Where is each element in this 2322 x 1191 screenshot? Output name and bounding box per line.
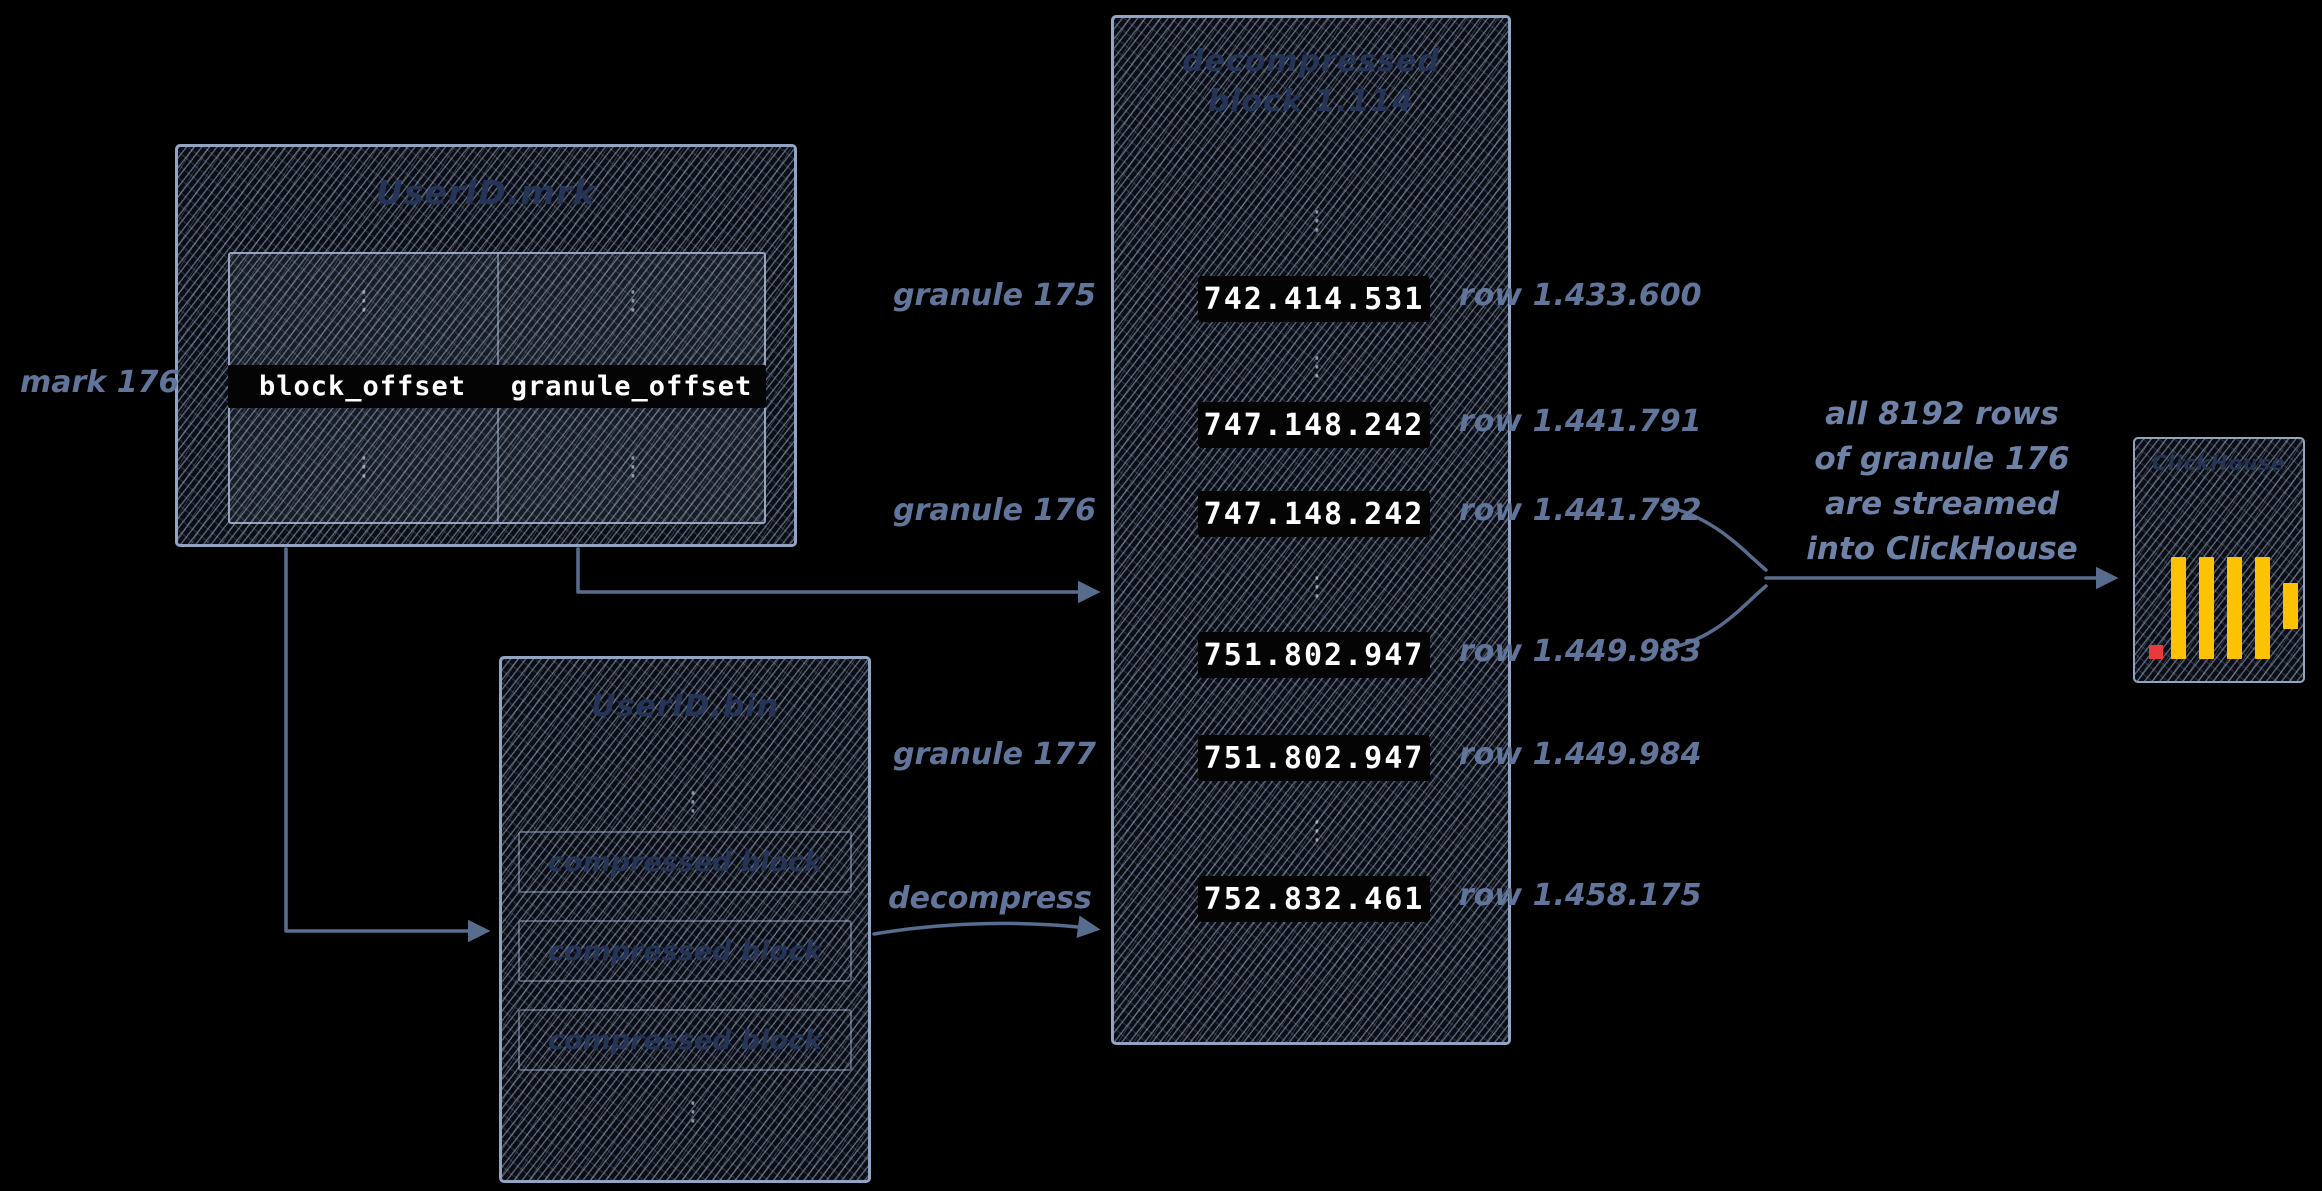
decompressed-block-title-line2: block 1.114 (1207, 84, 1415, 119)
decompress-label: decompress (888, 881, 1092, 916)
granule-offset-cell: granule_offset (510, 371, 753, 402)
compressed-block-row: compressed block (518, 831, 852, 893)
row-number-label: row 1.449.984 (1459, 737, 1702, 772)
ellipsis-dots: ⋮ (1304, 572, 1330, 602)
clickhouse-logo (2149, 549, 2299, 659)
stream-note-line: all 8192 rows (1825, 396, 2059, 432)
clickhouse-logo-bar (2199, 557, 2214, 659)
granule-175-label: granule 175 (893, 278, 1096, 313)
ellipsis-dots: ⋮ (1304, 206, 1330, 236)
row-number-label: row 1.449.983 (1459, 634, 1702, 669)
row-number-label: row 1.441.791 (1459, 404, 1702, 439)
row-number-label: row 1.433.600 (1459, 278, 1702, 313)
ellipsis-dots: ⋮ (680, 1097, 706, 1127)
ellipsis-dots: ⋮ (1304, 816, 1330, 846)
ellipsis-dots: ⋮ (680, 787, 706, 817)
bin-file-box: UserID.bin ⋮ compressed block compressed… (499, 656, 871, 1183)
clickhouse-logo-bar (2255, 557, 2270, 659)
compressed-block-row: compressed block (518, 1009, 852, 1071)
userid-value-pill: 742.414.531 (1198, 276, 1430, 322)
clickhouse-box: ClickHouse (2133, 437, 2305, 683)
decompressed-block-title-line1: decompressed (1182, 44, 1440, 79)
clickhouse-logo-bar (2171, 557, 2186, 659)
arrow-block-offset-to-bin (284, 547, 491, 943)
ellipsis-dots: ⋮ (1304, 352, 1330, 382)
stream-note-line: are streamed (1824, 486, 2060, 522)
clickhouse-title: ClickHouse (2152, 451, 2286, 475)
userid-value-pill: 747.148.242 (1198, 491, 1430, 537)
mark-176-label: mark 176 (20, 365, 180, 400)
clickhouse-logo-bar (2227, 557, 2242, 659)
clickhouse-logo-bar (2283, 583, 2298, 629)
arrow-granule-offset-to-block (576, 547, 1101, 604)
ellipsis-dots: ⋮ (620, 452, 646, 482)
clickhouse-logo-red-dot (2149, 645, 2163, 659)
compressed-block-row: compressed block (518, 920, 852, 982)
bin-file-title: UserID.bin (591, 689, 779, 724)
stream-note-line: into ClickHouse (1806, 531, 2078, 567)
mrk-offset-row: block_offset granule_offset (228, 365, 766, 408)
userid-value-pill: 752.832.461 (1198, 876, 1430, 922)
mrk-file-box: UserID.mrk ⋮ ⋮ block_offset granule_offs… (175, 144, 797, 547)
stream-note: all 8192 rows of granule 176 are streame… (1792, 392, 2092, 572)
stream-note-line: of granule 176 (1814, 441, 2070, 477)
ellipsis-dots: ⋮ (351, 452, 377, 482)
row-number-label: row 1.441.792 (1459, 493, 1702, 528)
mrk-mark-table: ⋮ ⋮ block_offset granule_offset ⋮ ⋮ (228, 252, 766, 524)
ellipsis-dots: ⋮ (620, 286, 646, 316)
row-number-label: row 1.458.175 (1459, 878, 1702, 913)
userid-value-pill: 747.148.242 (1198, 402, 1430, 448)
mrk-file-title: UserID.mrk (376, 173, 596, 212)
ellipsis-dots: ⋮ (351, 286, 377, 316)
userid-value-pill: 751.802.947 (1198, 632, 1430, 678)
arrow-decompress (872, 915, 1101, 938)
userid-value-pill: 751.802.947 (1198, 735, 1430, 781)
granule-176-label: granule 176 (893, 493, 1096, 528)
granule-177-label: granule 177 (893, 737, 1096, 772)
block-offset-cell: block_offset (258, 371, 467, 402)
decompressed-block-box: decompressed block 1.114 ⋮ 742.414.531 ⋮… (1111, 15, 1511, 1045)
